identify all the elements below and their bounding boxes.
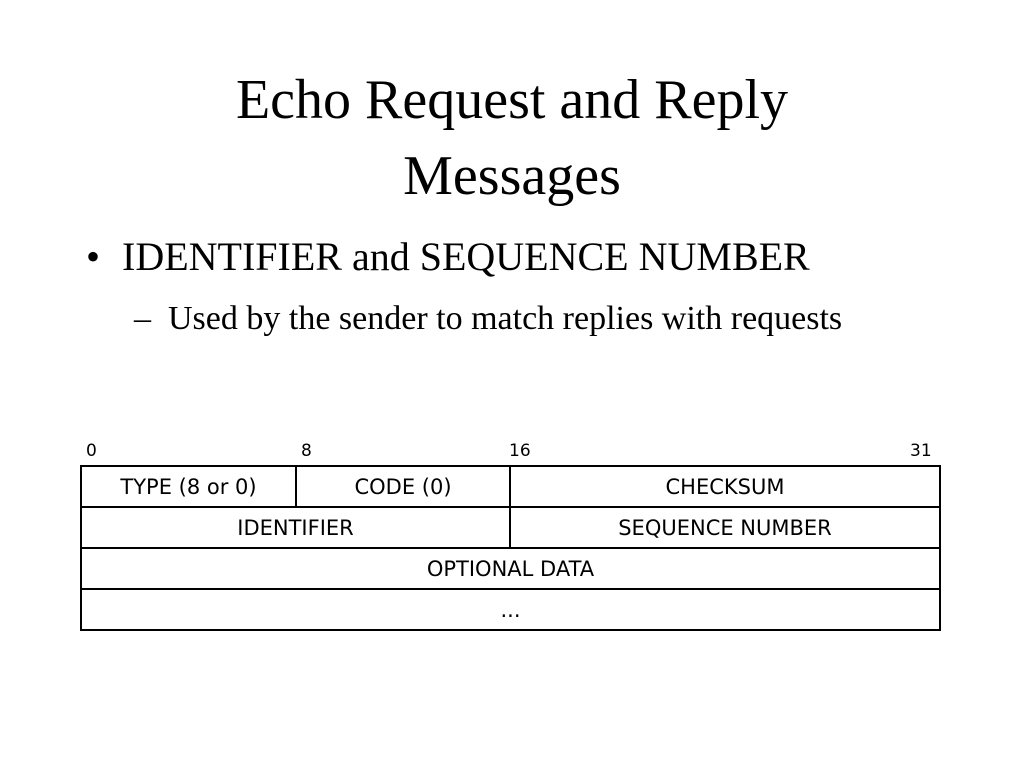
field-sequence-number: SEQUENCE NUMBER	[509, 506, 941, 549]
bullet-text: IDENTIFIER and SEQUENCE NUMBER	[122, 234, 810, 279]
sub-bullet-text: Used by the sender to match replies with…	[168, 300, 843, 337]
field-optional-data: OPTIONAL DATA	[80, 547, 941, 590]
bit-label-0: 0	[86, 441, 97, 461]
title-line-1: Echo Request and Reply	[235, 69, 789, 131]
field-row-2: IDENTIFIER SEQUENCE NUMBER	[80, 506, 941, 549]
field-type: TYPE (8 or 0)	[80, 465, 297, 508]
field-row-1: TYPE (8 or 0) CODE (0) CHECKSUM	[80, 465, 941, 508]
field-code: CODE (0)	[295, 465, 511, 508]
field-checksum: CHECKSUM	[509, 465, 941, 508]
bullet-identifier-sequence: • IDENTIFIER and SEQUENCE NUMBER	[86, 232, 810, 282]
field-row-4: ...	[80, 588, 941, 631]
field-identifier: IDENTIFIER	[80, 506, 511, 549]
bit-label-8: 8	[301, 441, 312, 461]
bit-label-31: 31	[910, 441, 932, 461]
field-row-3: OPTIONAL DATA	[80, 547, 941, 590]
title-line-2: Messages	[403, 145, 621, 207]
sub-bullet-marker: –	[134, 300, 151, 337]
slide-title: Echo Request and Reply Messages	[0, 62, 1024, 214]
message-field-table: TYPE (8 or 0) CODE (0) CHECKSUM IDENTIFI…	[80, 465, 941, 631]
echo-message-format-diagram: 0 8 16 31 TYPE (8 or 0) CODE (0) CHECKSU…	[80, 440, 941, 640]
field-continuation: ...	[80, 588, 941, 631]
bullet-marker: •	[86, 234, 101, 279]
sub-bullet-usage: – Used by the sender to match replies wi…	[134, 296, 854, 342]
bit-label-16: 16	[509, 441, 531, 461]
